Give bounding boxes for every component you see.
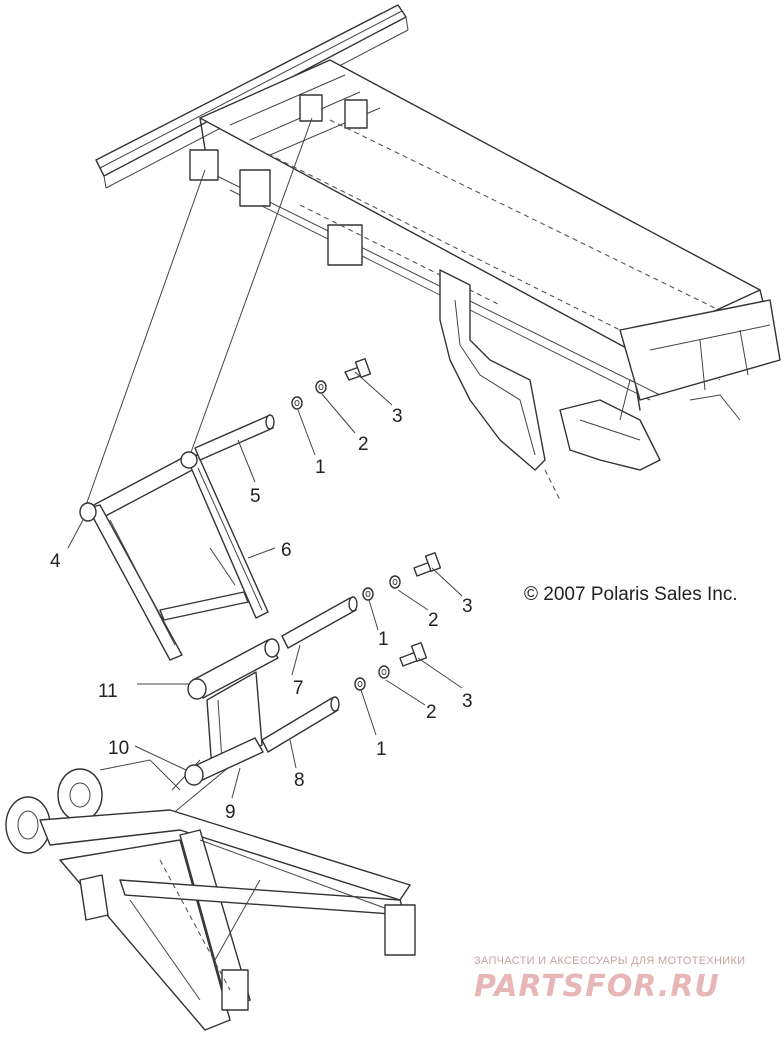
callout-8: 8 [294,770,305,791]
callout-6: 6 [281,540,292,561]
callout-1-lower: 1 [376,739,387,760]
callout-3-upper: 3 [392,406,403,427]
copyright-notice: © 2007 Polaris Sales Inc. [524,584,738,605]
watermark-logo: PARTSFOR.RU [474,969,720,1004]
callout-10: 10 [108,738,129,759]
upper-scissor-arm [79,451,269,661]
callout-3-middle: 3 [462,596,473,617]
callout-2-middle: 2 [428,610,439,631]
sleeve-9-10 [184,737,264,786]
hardware-upper [291,358,372,410]
callout-2-lower: 2 [426,702,437,723]
lower-rear-frame [5,759,416,1031]
watermark-tagline: ЗАПЧАСТИ И АКСЕССУАРЫ ДЛЯ МОТОТЕХНИКИ [474,955,745,967]
callout-11: 11 [98,681,118,702]
callout-1-upper: 1 [315,457,326,478]
callout-5: 5 [250,486,261,507]
shaft-7 [281,596,358,649]
watermark: ЗАПЧАСТИ И АКСЕССУАРЫ ДЛЯ МОТОТЕХНИКИ PA… [474,955,745,1004]
shaft-8 [261,696,340,753]
callout-9: 9 [225,802,236,823]
hardware-middle [362,552,442,601]
callout-1-middle: 1 [378,629,389,650]
callout-2-upper: 2 [358,434,369,455]
callout-labels: 1 2 3 4 5 6 7 8 9 10 11 1 2 3 1 2 3 [50,406,473,823]
shaft-5 [194,414,275,461]
callout-leaders [67,371,463,799]
callout-3-lower: 3 [462,691,473,712]
hardware-lower [354,642,428,691]
callout-7: 7 [293,678,304,699]
sleeve-11 [187,638,280,700]
callout-4: 4 [50,551,61,572]
upper-chassis-frame [95,4,781,501]
